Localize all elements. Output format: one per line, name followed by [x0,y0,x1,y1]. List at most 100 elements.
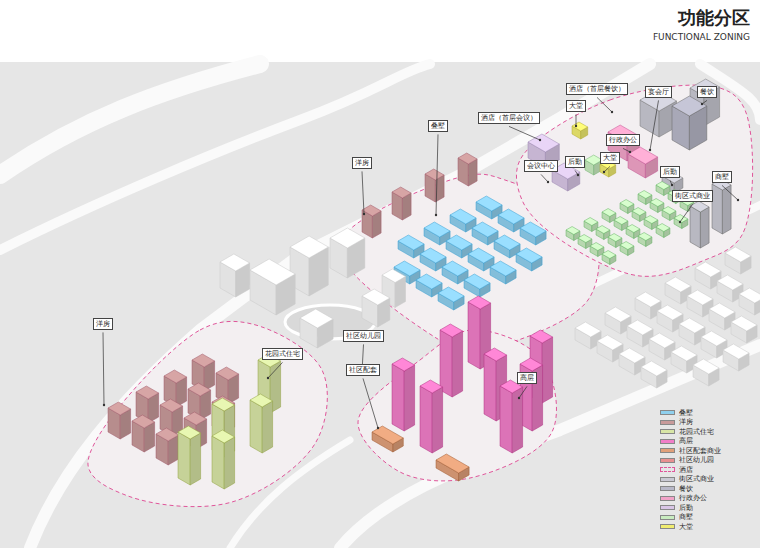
callout-label: 大堂 [600,152,620,164]
leader-line [604,166,610,172]
building-roof [490,261,516,276]
building-face [512,387,522,453]
building-roof [662,207,676,215]
leader-dot [363,213,365,215]
building-roof [628,147,658,164]
building-roof [164,370,187,383]
building-roof [450,209,476,224]
legend-row: 街区式商业 [660,475,721,485]
building-face [690,206,700,248]
building-roof [498,209,524,224]
building-face [452,331,462,397]
map-ground [0,62,760,548]
road [0,64,430,250]
building-roof [530,330,553,343]
callout-label: 酒店（首层餐饮） [566,83,628,95]
leader-dot [435,214,437,216]
leader-dot [539,139,541,141]
building-roof [627,320,653,335]
callout-label: 后勤 [660,166,680,178]
legend-text: 行政办公 [679,493,707,503]
leader-line [597,97,612,112]
legend-text: 街区式商业 [679,474,714,484]
building-roof [590,243,604,251]
building-roof [690,201,709,212]
callout-label: 大堂 [566,100,586,112]
building-roof [516,248,542,263]
leader-dot [518,397,520,399]
building-roof [693,359,719,374]
building-roof [398,235,424,250]
legend-swatch [660,448,675,453]
legend-row: 高层 [660,437,721,447]
building-roof [442,261,468,276]
callout-label: 酒店（首层会议） [478,112,540,124]
building-roof [619,348,645,363]
leader-line [363,378,378,428]
building-roof [440,324,463,337]
building-roof [614,217,628,225]
building-roof [620,242,634,250]
building-roof [641,361,667,376]
building-roof [392,187,411,198]
building-roof [725,247,751,262]
leader-line [362,171,364,214]
legend-row: 社区幼儿园 [660,456,721,466]
building-roof [596,226,610,234]
building-face [712,184,722,234]
building-roof [330,228,365,248]
legend-text: 洋房 [679,417,693,427]
callout-label: 社区幼儿园 [343,330,384,342]
building-roof [420,248,446,263]
legend: 叠墅洋房花园式住宅高层社区配套商业社区幼儿园酒店街区式商业餐饮行政办公后勤商墅大… [660,408,721,532]
building-roof [638,191,652,199]
building-face [542,337,552,403]
leader-line [103,332,104,405]
legend-swatch [660,429,675,434]
building-face [178,432,190,485]
legend-swatch [660,458,675,463]
building-roof [458,153,477,164]
building-roof [446,235,472,250]
building-roof [178,426,201,439]
building-face [392,364,404,431]
leader-dot [577,174,579,176]
legend-row: 餐饮 [660,484,721,494]
leader-line [268,362,283,378]
building-roof [520,358,543,371]
legend-dashed-sample [660,467,675,472]
legend-swatch [660,439,675,444]
callout-label: 洋房 [93,318,113,330]
building-roof [250,394,273,407]
building-roof [362,289,390,305]
callout-label: 社区配套 [346,364,380,376]
building-face [404,365,414,431]
leader-dot [611,111,613,113]
building-face [500,386,512,453]
building-roof [602,251,616,259]
building-roof [212,430,235,443]
legend-text: 餐饮 [679,484,693,494]
legend-swatch [660,496,675,501]
building-roof [626,225,640,233]
building-roof [578,235,592,243]
zone-outline [88,321,327,506]
leader-line [519,386,527,398]
building-roof [290,236,328,258]
building-roof [649,333,675,348]
leader-line [509,126,540,140]
legend-row: 社区配套商业 [660,446,721,456]
building-roof [620,200,634,208]
building-roof [192,354,215,367]
leader-dot [737,199,739,201]
building-roof [472,222,498,237]
leader-dot [575,125,577,127]
legend-swatch [660,505,675,510]
building-roof [687,290,713,305]
building-roof [723,344,749,359]
callout-label: 商墅 [712,171,732,183]
building-roof [160,399,183,412]
building-face [484,354,496,421]
callout-label: 洋房 [352,157,372,169]
